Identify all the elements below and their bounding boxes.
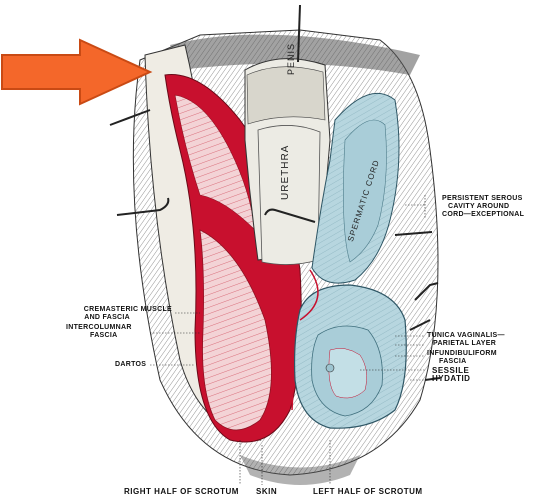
penis-shaft bbox=[244, 4, 331, 265]
tunica-line-1: TUNICA VAGINALIS— bbox=[427, 332, 505, 339]
left-testis bbox=[293, 284, 407, 429]
cremasteric-label: CREMASTERIC MUSCLE AND FASCIA bbox=[84, 306, 172, 322]
left-half-scrotum-label: LEFT HALF OF SCROTUM bbox=[313, 487, 423, 496]
tunica-vaginalis-label: TUNICA VAGINALIS— PARIETAL LAYER bbox=[427, 332, 505, 348]
hydatid-line: HYDATID bbox=[432, 374, 471, 383]
cremasteric-line-1: CREMASTERIC MUSCLE bbox=[83, 306, 172, 313]
persistent-serous-line-2: CAVITY AROUND bbox=[448, 203, 510, 210]
persistent-serous-line-3: CORD—EXCEPTIONAL bbox=[442, 211, 525, 218]
infundibuliform-line-1: INFUNDIBULIFORM bbox=[427, 350, 497, 357]
sessile-hydatid-label: SESSILE HYDATID bbox=[432, 367, 470, 383]
membrane-edges bbox=[254, 261, 319, 411]
spermatic-cord bbox=[311, 92, 400, 284]
urethra-label: URETHRA bbox=[280, 144, 291, 200]
tunica-line-2: PARIETAL LAYER bbox=[433, 340, 497, 347]
persistent-serous-label: PERSISTENT SEROUS CAVITY AROUND CORD—EXC… bbox=[442, 195, 524, 219]
skin-label: SKIN bbox=[256, 487, 278, 496]
penis-label: PENIS bbox=[286, 42, 296, 75]
dartos-label: DARTOS bbox=[115, 361, 147, 368]
intercolumnar-label: INTERCOLUMNAR FASCIA bbox=[66, 324, 132, 340]
infundibuliform-line-2: FASCIA bbox=[439, 358, 467, 365]
cremasteric-line-2: AND FASCIA bbox=[84, 314, 130, 321]
sessile-line: SESSILE bbox=[432, 366, 470, 375]
retractor-hooks bbox=[109, 109, 441, 381]
intercolumnar-line-2: FASCIA bbox=[90, 332, 118, 339]
right-half-scrotum-label: RIGHT HALF OF SCROTUM bbox=[124, 487, 239, 496]
infundibuliform-label: INFUNDIBULIFORM FASCIA bbox=[427, 350, 497, 366]
pointer-arrow bbox=[1, 38, 153, 106]
intercolumnar-line-1: INTERCOLUMNAR bbox=[66, 324, 132, 331]
persistent-serous-line-1: PERSISTENT SEROUS bbox=[442, 195, 523, 202]
leader-lines bbox=[150, 195, 426, 485]
